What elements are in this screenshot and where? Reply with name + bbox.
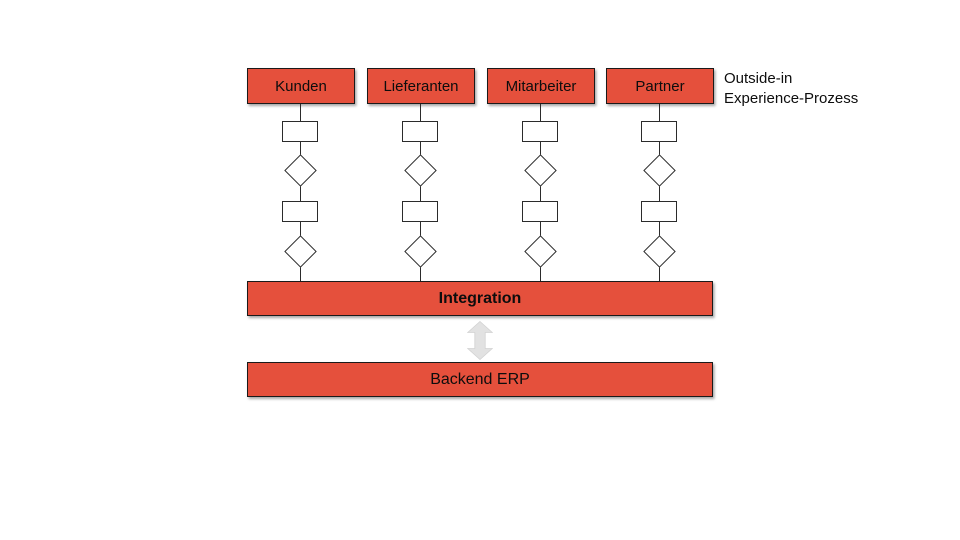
decision-diamond xyxy=(284,154,317,187)
decision-diamond xyxy=(524,154,557,187)
process-step-box xyxy=(522,201,558,222)
process-column-kunden: Kunden xyxy=(247,68,355,282)
process-step-box xyxy=(402,201,438,222)
connector-line xyxy=(540,104,541,281)
decision-diamond xyxy=(404,154,437,187)
entity-box-label: Partner xyxy=(635,77,685,95)
entity-box-lieferanten: Lieferanten xyxy=(367,68,475,104)
connector-line xyxy=(659,104,660,281)
process-step-box xyxy=(641,201,677,222)
integration-bar-label: Integration xyxy=(438,289,522,307)
side-note: Outside-in Experience-Prozess xyxy=(724,70,859,107)
entity-box-kunden: Kunden xyxy=(247,68,355,104)
entity-box-label: Kunden xyxy=(275,77,327,95)
entity-box-label: Lieferanten xyxy=(383,77,459,95)
entity-box-label: Mitarbeiter xyxy=(505,77,577,95)
backend-erp-bar-label: Backend ERP xyxy=(430,370,530,388)
double-vertical-arrow-icon xyxy=(467,321,493,360)
entity-box-partner: Partner xyxy=(606,68,714,104)
backend-erp-bar: Backend ERP xyxy=(247,362,713,397)
process-step-box xyxy=(282,201,318,222)
process-column-partner: Partner xyxy=(606,68,714,282)
process-column-lieferanten: Lieferanten xyxy=(367,68,475,282)
connector-line xyxy=(300,104,301,281)
integration-bar: Integration xyxy=(247,281,713,316)
process-step-box xyxy=(641,121,677,142)
decision-diamond xyxy=(524,235,557,268)
process-step-box xyxy=(402,121,438,142)
process-column-mitarbeiter: Mitarbeiter xyxy=(487,68,595,282)
process-step-box xyxy=(282,121,318,142)
decision-diamond xyxy=(643,154,676,187)
connector-line xyxy=(420,104,421,281)
decision-diamond xyxy=(643,235,676,268)
decision-diamond xyxy=(284,235,317,268)
decision-diamond xyxy=(404,235,437,268)
process-step-box xyxy=(522,121,558,142)
entity-box-mitarbeiter: Mitarbeiter xyxy=(487,68,595,104)
